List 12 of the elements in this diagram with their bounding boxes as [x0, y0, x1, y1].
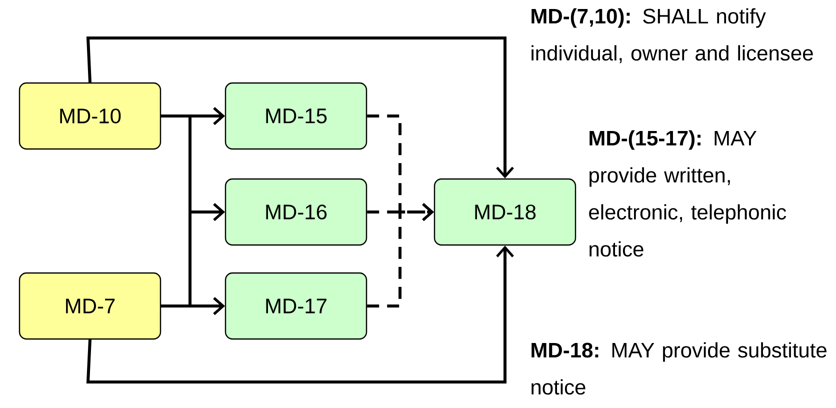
- note-text: MD-(15-17): MAY provide written, electronic, telephonic notice: [589, 130, 786, 257]
- process-box: MD-18: [434, 178, 576, 246]
- process-box: MD-17: [224, 272, 368, 340]
- arrow: [86, 36, 514, 178]
- note-text: MD-18: MAY provide substitute notice: [532, 342, 826, 395]
- process-box: MD-16: [224, 178, 368, 246]
- note-text: MD-(7,10): SHALL notify individual, owner and licensee: [532, 8, 813, 64]
- arrow: [367, 203, 434, 308]
- arrow: [86, 246, 514, 384]
- process-box: MD-10: [18, 82, 162, 150]
- process-box: MD-7: [18, 272, 162, 340]
- process-box: MD-15: [224, 82, 368, 150]
